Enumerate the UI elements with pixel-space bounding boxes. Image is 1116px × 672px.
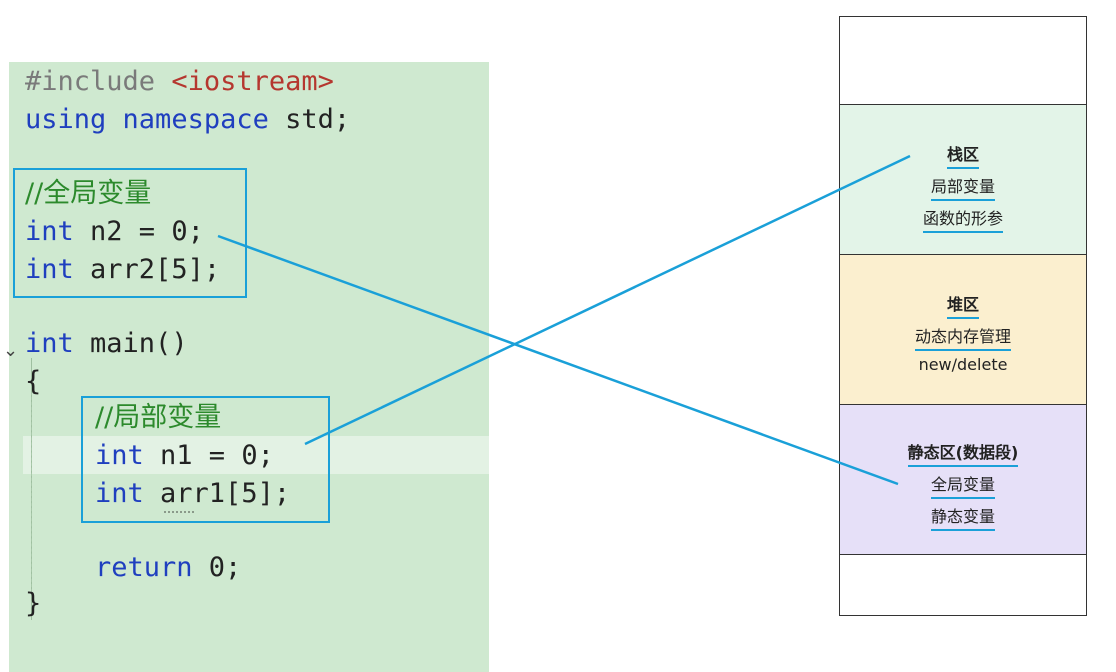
code-line-local-comment: //局部变量	[95, 402, 222, 433]
stack-line-local: 局部变量	[930, 173, 995, 201]
code-line-include: #include <iostream>	[25, 66, 334, 97]
code-line-n2: int n2 = 0;	[25, 216, 204, 247]
fold-chevron-icon[interactable]: ⌄	[3, 340, 19, 361]
memory-layout-column: 栈区 局部变量 函数的形参 堆区 动态内存管理 new/delete 静态区(数…	[839, 16, 1087, 616]
code-line-arr2: int arr2[5];	[25, 254, 221, 285]
stack-line-params: 函数的形参	[922, 205, 1003, 233]
memory-segment-static: 静态区(数据段) 全局变量 静态变量	[840, 405, 1086, 555]
current-line-highlight	[23, 436, 489, 474]
memory-segment-bottom-empty	[840, 555, 1086, 614]
code-line-arr1: int arr1[5];	[95, 478, 291, 509]
connector-local-to-stack	[304, 154, 911, 446]
code-line-return: return 0;	[95, 552, 242, 583]
global-vars-highlight-box	[13, 168, 247, 298]
memory-segment-top-empty	[840, 17, 1086, 105]
code-line-open-brace: {	[25, 366, 42, 397]
stack-title: 栈区	[946, 141, 979, 169]
code-line-using: using namespace std;	[25, 104, 351, 135]
connector-global-to-static	[217, 234, 899, 486]
code-line-n1: int n1 = 0;	[95, 440, 274, 471]
static-line-static: 静态变量	[930, 503, 995, 531]
code-editor-panel: #include <iostream> using namespace std;…	[3, 62, 489, 672]
local-vars-highlight-box	[81, 396, 330, 523]
static-title: 静态区(数据段)	[907, 439, 1019, 467]
memory-segment-heap: 堆区 动态内存管理 new/delete	[840, 255, 1086, 405]
heap-line-newdelete: new/delete	[918, 355, 1008, 374]
warning-squiggle	[164, 507, 194, 513]
indent-guide	[31, 392, 32, 592]
memory-segment-stack: 栈区 局部变量 函数的形参	[840, 105, 1086, 255]
code-line-main: int main()	[25, 328, 188, 359]
static-line-global: 全局变量	[930, 471, 995, 499]
code-line-global-comment: //全局变量	[25, 178, 152, 209]
heap-line-dynamic: 动态内存管理	[914, 323, 1011, 351]
heap-title: 堆区	[946, 291, 979, 319]
code-line-close-brace: }	[25, 588, 42, 619]
